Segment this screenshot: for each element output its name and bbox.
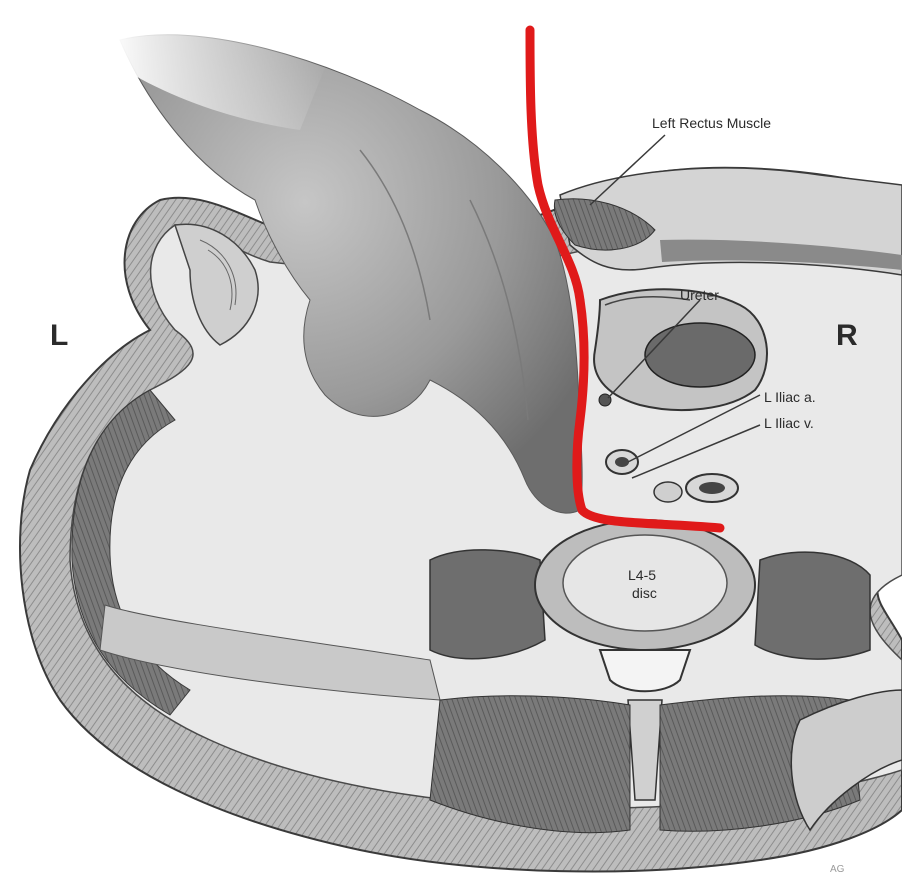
side-label-right: R (836, 319, 858, 352)
label-ureter: Ureter (680, 287, 719, 303)
anterior-wall (554, 168, 902, 275)
bowel (594, 289, 767, 410)
paraspinal-muscle-right (755, 552, 870, 659)
side-label-left: L (50, 319, 68, 352)
paraspinal-muscle-left (430, 550, 545, 659)
label-disc-line2: disc (632, 585, 657, 601)
label-l-iliac-a: L Iliac a. (764, 389, 816, 405)
label-l-iliac-v: L Iliac v. (764, 415, 814, 431)
l4-5-disc-shape (563, 535, 727, 631)
label-disc-line1: L4-5 (628, 567, 656, 583)
signature-mark: AG (830, 864, 845, 875)
colon-lumen (645, 323, 755, 387)
label-left-rectus-muscle: Left Rectus Muscle (652, 115, 771, 131)
